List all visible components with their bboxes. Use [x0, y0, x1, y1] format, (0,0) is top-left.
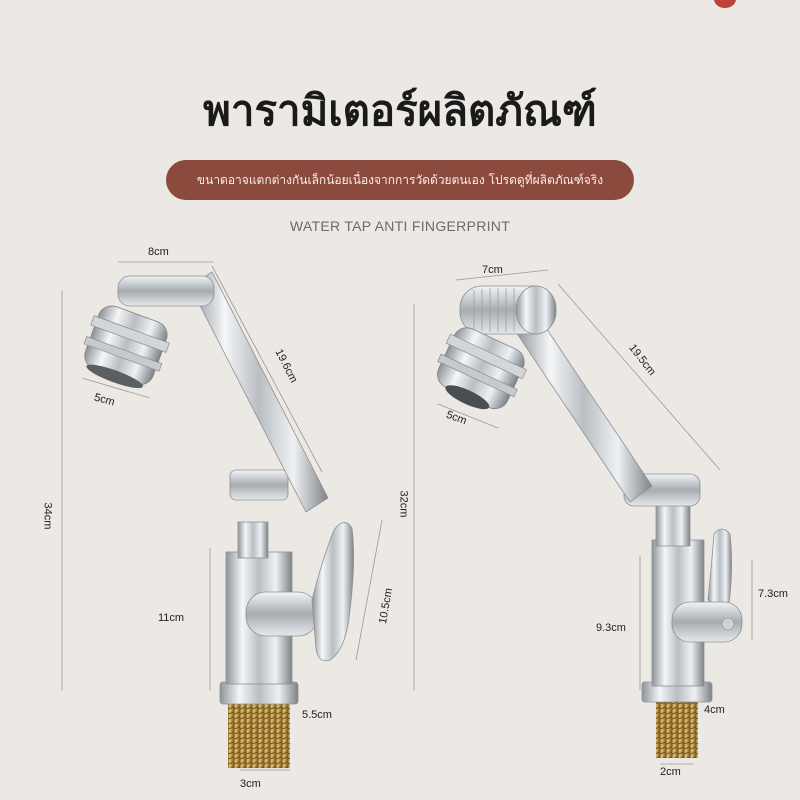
right-spray-head [437, 327, 527, 410]
left-spray-head [83, 305, 170, 389]
brand-mark-icon [714, 0, 736, 8]
page-title: พารามิเตอร์ผลิตภัณฑ์ [203, 86, 597, 135]
right-thread-diameter-label: 2cm [660, 766, 681, 778]
right-lever [707, 528, 732, 613]
left-thread-diameter-label: 3cm [240, 778, 261, 790]
right-body-height-label: 9.3cm [596, 622, 626, 634]
left-base-ring [219, 681, 299, 705]
right-thread [656, 702, 698, 758]
left-top-connector [117, 275, 215, 307]
right-handle-height-label: 7.3cm [758, 588, 788, 600]
product-subtitle: WATER TAP ANTI FINGERPRINT [289, 218, 511, 234]
right-faucet [437, 285, 743, 758]
right-handle-hub [671, 601, 743, 643]
left-top-width-label: 8cm [148, 246, 169, 258]
right-dimension-lines [413, 269, 753, 765]
left-lever [311, 522, 354, 662]
left-total-height-label: 34cm [41, 502, 54, 530]
right-base-diameter-label: 4cm [704, 704, 725, 716]
left-base-diameter-label: 5.5cm [302, 709, 332, 721]
left-thread [228, 702, 290, 768]
right-total-height-label: 32cm [397, 490, 410, 518]
left-faucet [83, 271, 354, 768]
left-body-height-label: 11cm [158, 612, 185, 624]
left-dimension-lines [61, 261, 383, 771]
left-elbow [229, 469, 289, 501]
measurement-note-badge: ขนาดอาจแตกต่างกันเล็กน้อยเนื่องจากการวัด… [166, 160, 634, 200]
right-swivel [655, 499, 691, 547]
left-swivel [237, 521, 269, 559]
left-handle-hub [245, 591, 319, 637]
right-top-width-label: 7cm [482, 264, 503, 276]
